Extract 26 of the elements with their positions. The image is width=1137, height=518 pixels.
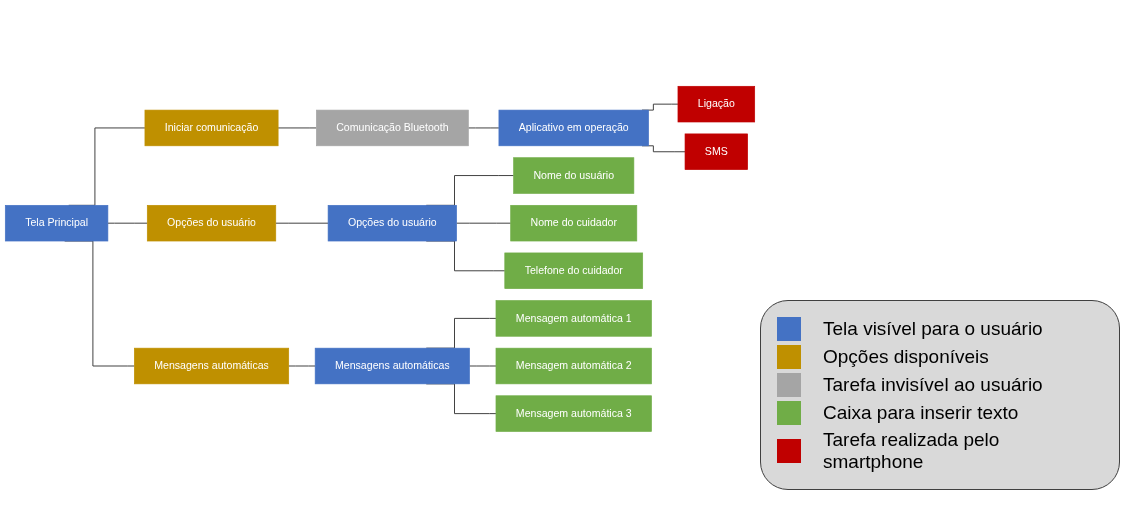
connector [275,222,329,224]
node-box: Comunicação Bluetooth [316,109,469,147]
connector [107,222,148,224]
connector [467,127,500,129]
connector [456,222,512,224]
node-box: Mensagem automática 3 [495,395,652,432]
node-box: Aplicativo em operação [498,109,649,147]
node-box: Nome do cuidador [510,205,638,242]
node-box: Mensagem automática 1 [495,300,652,337]
node-box: Iniciar comunicação [144,109,279,147]
node-box: Opções do usuário [146,205,277,242]
node-box: Mensagens automáticas [134,347,290,385]
legend-label: Tarefa realizada pelo smartphone [823,429,1001,473]
legend-label: Tela visível para o usuário [823,318,1043,340]
legend-label: Caixa para inserir texto [823,402,1019,424]
legend-label: Tarefa invisível ao usuário [823,374,1043,396]
node-box: Opções do usuário [327,205,457,242]
node-box: Mensagem automática 2 [495,347,652,385]
connector [277,127,317,129]
node-box: Mensagens automáticas [314,347,470,385]
node-box: SMS [684,133,748,171]
legend-label: Opções disponíveis [823,346,989,368]
node-box: Nome do usuário [513,157,635,194]
node-box: Ligação [677,86,756,123]
node-box: Tela Principal [4,205,109,242]
node-box: Telefone do cuidador [504,252,644,290]
